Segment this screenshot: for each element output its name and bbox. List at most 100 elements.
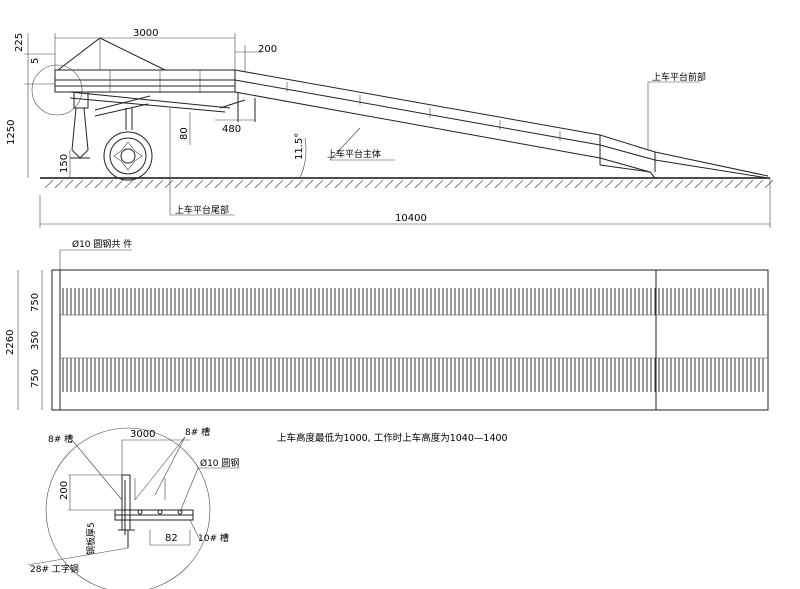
hatch-stroke xyxy=(574,179,584,189)
hatch-stroke xyxy=(114,179,124,189)
hatch-stroke xyxy=(704,179,714,189)
hatch-stroke xyxy=(634,179,644,189)
hatch-stroke xyxy=(534,179,544,189)
hatch-stroke xyxy=(184,179,194,189)
hatch-stroke xyxy=(374,179,384,189)
hatch-stroke xyxy=(314,179,324,189)
label-ch10: 10# 槽 xyxy=(198,532,229,544)
side-view: 3000 200 225 5 1250 150 80 480 11.5° 104… xyxy=(6,28,774,228)
hatch-stroke xyxy=(484,179,494,189)
hatch-stroke xyxy=(294,179,304,189)
hatch-stroke xyxy=(674,179,684,189)
hatch-stroke xyxy=(614,179,624,189)
hatch-stroke xyxy=(664,179,674,189)
dim-side-80: 80 xyxy=(179,127,190,140)
ground-hatch xyxy=(44,179,774,189)
tail-platform xyxy=(31,37,236,116)
side-dimensions: 3000 200 225 5 1250 150 80 480 11.5° 104… xyxy=(6,28,771,228)
dim-side-1250: 1250 xyxy=(6,120,17,145)
hatch-stroke xyxy=(524,179,534,189)
hatch-stroke xyxy=(104,179,114,189)
dim-top-2260: 2260 xyxy=(5,330,16,355)
label-rod-detail: Ø10 圆钢 xyxy=(200,457,239,469)
side-labels: 上车平台前部 上车平台主体 上车平台尾部 xyxy=(169,71,706,216)
dim-top-750b: 750 xyxy=(30,369,41,388)
hatch-stroke xyxy=(144,179,154,189)
hatch-stroke xyxy=(554,179,564,189)
hatch-stroke xyxy=(494,179,504,189)
dim-top-750a: 750 xyxy=(30,293,41,312)
hatch-stroke xyxy=(504,179,514,189)
hatch-stroke xyxy=(414,179,424,189)
hatch-stroke xyxy=(724,179,734,189)
hatch-stroke xyxy=(764,179,774,189)
label-main-body: 上车平台主体 xyxy=(327,148,381,160)
hatch-stroke xyxy=(44,179,54,189)
hatch-stroke xyxy=(254,179,264,189)
hatch-stroke xyxy=(644,179,654,189)
hatch-stroke xyxy=(464,179,474,189)
hatch-stroke xyxy=(744,179,754,189)
hatch-stroke xyxy=(544,179,554,189)
hatch-stroke xyxy=(564,179,574,189)
dim-side-200: 200 xyxy=(258,44,277,55)
height-note: 上车高度最低为1000, 工作时上车高度为1040—1400 xyxy=(277,432,508,444)
hatch-stroke xyxy=(304,179,314,189)
hatch-stroke xyxy=(454,179,464,189)
hatch-stroke xyxy=(734,179,744,189)
hatch-stroke xyxy=(424,179,434,189)
angle-label: 11.5° xyxy=(294,133,305,160)
label-ibeam: 28# 工字钢 xyxy=(30,563,79,575)
detail-circle xyxy=(45,427,211,589)
label-front-section: 上车平台前部 xyxy=(652,71,706,83)
hatch-stroke xyxy=(404,179,414,189)
hatch-stroke xyxy=(474,179,484,189)
dim-detail-82: 82 xyxy=(165,533,178,544)
hatch-stroke xyxy=(264,179,274,189)
wheel xyxy=(94,95,153,181)
hatch-stroke xyxy=(194,179,204,189)
hatch-stroke xyxy=(754,179,764,189)
dim-side-10400: 10400 xyxy=(395,213,427,224)
hatch-stroke xyxy=(94,179,104,189)
grating-bars xyxy=(62,288,764,392)
ramp-main-body xyxy=(219,45,769,179)
hatch-stroke xyxy=(174,179,184,189)
support-leg xyxy=(70,91,90,159)
hatch-stroke xyxy=(434,179,444,189)
hatch-stroke xyxy=(334,179,344,189)
label-rod-count: Ø10 圆钢共 件 xyxy=(72,238,132,250)
hatch-stroke xyxy=(324,179,334,189)
hatch-stroke xyxy=(624,179,634,189)
label-ch8-right: 8# 槽 xyxy=(185,426,210,438)
detail-view: 3000 200 82 8# 槽 8# 槽 Ø10 圆钢 钢板厚5 10# 槽 … xyxy=(27,426,240,589)
hatch-stroke xyxy=(684,179,694,189)
hatch-stroke xyxy=(384,179,394,189)
hatch-stroke xyxy=(124,179,134,189)
label-plate: 钢板厚5 xyxy=(85,522,97,555)
hatch-stroke xyxy=(354,179,364,189)
dim-detail-200: 200 xyxy=(59,481,70,500)
hatch-stroke xyxy=(54,179,64,189)
hatch-stroke xyxy=(274,179,284,189)
dim-side-3000: 3000 xyxy=(133,28,158,39)
hatch-stroke xyxy=(514,179,524,189)
dim-top-350: 350 xyxy=(30,331,41,350)
hatch-stroke xyxy=(394,179,404,189)
hatch-stroke xyxy=(164,179,174,189)
hatch-stroke xyxy=(234,179,244,189)
hatch-stroke xyxy=(694,179,704,189)
hatch-stroke xyxy=(594,179,604,189)
dim-detail-3000: 3000 xyxy=(130,429,155,440)
hatch-stroke xyxy=(584,179,594,189)
hatch-stroke xyxy=(74,179,84,189)
hatch-stroke xyxy=(344,179,354,189)
dim-side-5: 5 xyxy=(30,58,41,64)
hatch-stroke xyxy=(134,179,144,189)
top-outline xyxy=(51,269,769,411)
hatch-stroke xyxy=(244,179,254,189)
dim-side-225: 225 xyxy=(14,33,25,52)
hatch-stroke xyxy=(214,179,224,189)
hatch-stroke xyxy=(154,179,164,189)
